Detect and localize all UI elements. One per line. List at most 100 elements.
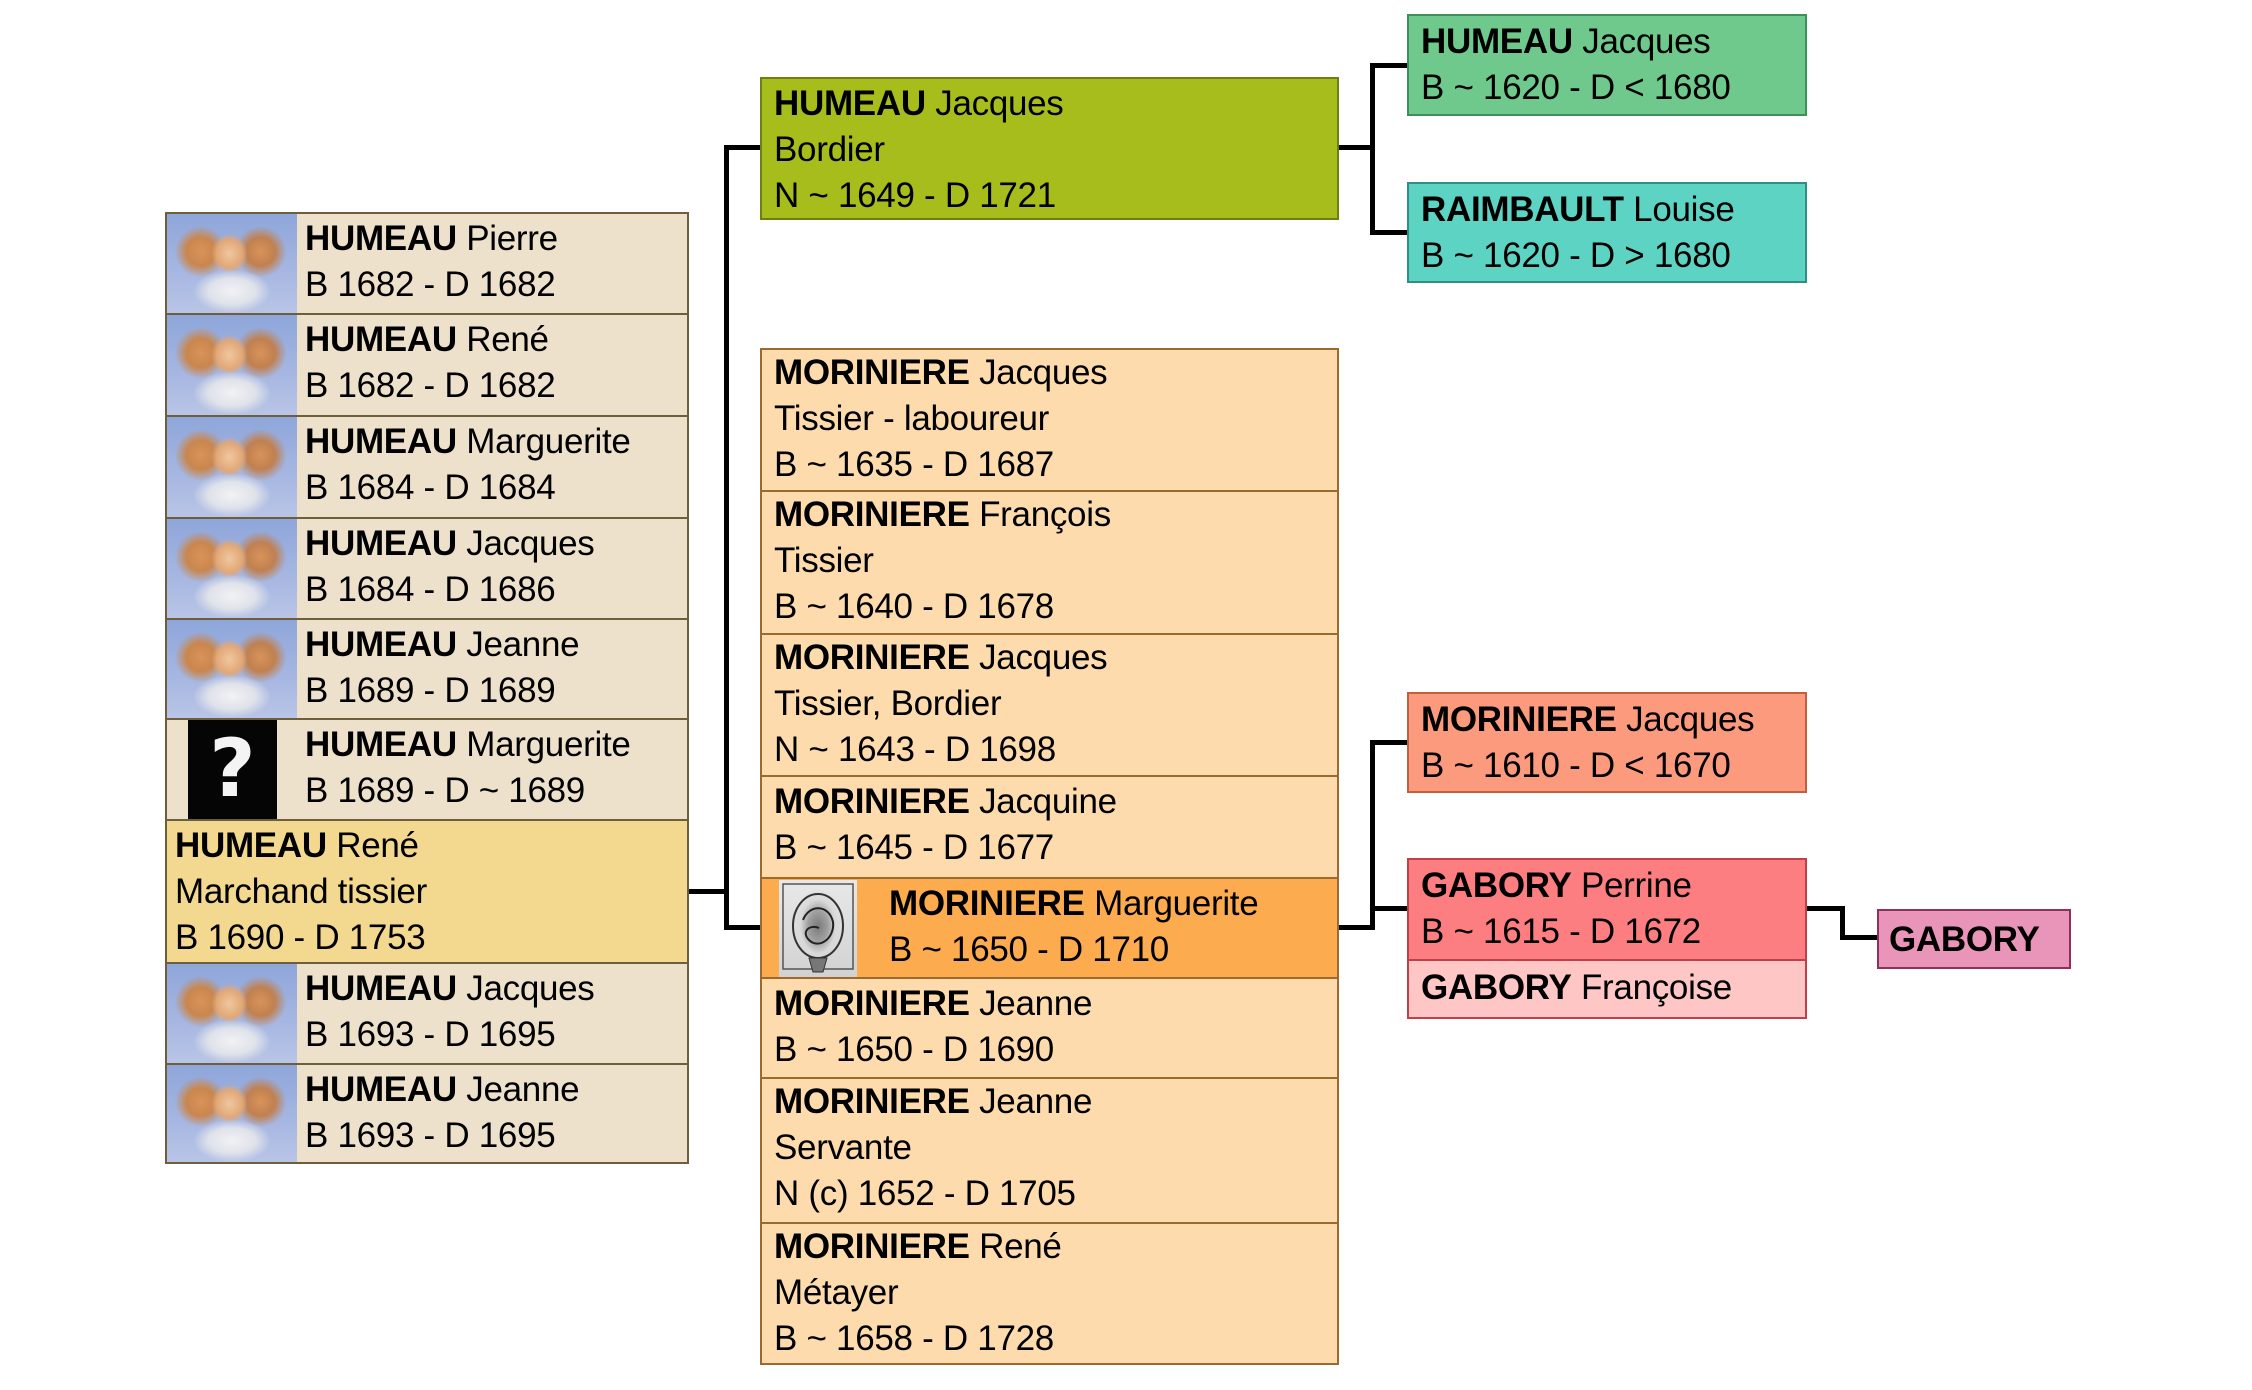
cherub-image [167, 519, 297, 618]
connector-to-paternal-grandmother [1370, 230, 1407, 235]
person-dates: B 1682 - D 1682 [305, 265, 556, 304]
person-occupation: Servante [774, 1128, 912, 1167]
gabory-ancestor-card[interactable]: GABORY [1877, 909, 2071, 969]
root-person-card[interactable]: HUMEAU René Marchand tissier B 1690 - D … [167, 821, 687, 964]
person-occupation: Bordier [774, 130, 885, 169]
connector-root-to-parents [689, 889, 727, 894]
person-dates: B 1693 - D 1695 [305, 1015, 556, 1054]
person-dates: B ~ 1650 - D 1710 [889, 930, 1169, 969]
person-name: MORINIERE Jacques [774, 353, 1108, 392]
person-dates: N ~ 1643 - D 1698 [774, 730, 1056, 769]
question-mark-image: ? [188, 720, 277, 819]
maternal-grandfather-card[interactable]: MORINIERE Jacques B ~ 1610 - D < 1670 [1407, 692, 1807, 793]
person-occupation: Tissier [774, 541, 874, 580]
sibling-card[interactable]: HUMEAU Jeanne B 1689 - D 1689 [167, 620, 687, 720]
person-name: HUMEAU Jacques [305, 524, 595, 563]
father-card[interactable]: HUMEAU Jacques Bordier N ~ 1649 - D 1721 [760, 77, 1339, 220]
mother-sibling-card[interactable]: MORINIERE Jeanne Servante N (c) 1652 - D… [762, 1079, 1337, 1224]
connector-to-paternal-grandfather [1370, 63, 1407, 68]
sibling-card[interactable]: ? HUMEAU Marguerite B 1689 - D ~ 1689 [167, 720, 687, 821]
person-dates: B ~ 1640 - D 1678 [774, 587, 1054, 626]
person-dates: B 1684 - D 1686 [305, 570, 556, 609]
connector-to-maternal-grandmother [1370, 906, 1407, 911]
person-dates: N (c) 1652 - D 1705 [774, 1174, 1076, 1213]
sibling-card[interactable]: HUMEAU Jacques B 1693 - D 1695 [167, 964, 687, 1065]
person-name: HUMEAU Jeanne [305, 625, 580, 664]
person-name: GABORY Perrine [1421, 866, 1692, 905]
connector-to-father [724, 145, 760, 150]
cherub-image [167, 417, 297, 517]
person-occupation: Métayer [774, 1273, 899, 1312]
connector-to-maternal-grandfather [1370, 740, 1407, 745]
person-name: HUMEAU Jeanne [305, 1070, 580, 1109]
connector-mother-out [1337, 925, 1374, 930]
cherub-image [167, 214, 297, 313]
person-name: HUMEAU Jacques [774, 84, 1064, 123]
connector-to-gabory [1840, 935, 1877, 940]
mother-sibling-card[interactable]: MORINIERE Jeanne B ~ 1650 - D 1690 [762, 979, 1337, 1079]
sibling-card[interactable]: HUMEAU Jeanne B 1693 - D 1695 [167, 1065, 687, 1162]
person-dates: B 1689 - D 1689 [305, 671, 556, 710]
cherub-image [167, 964, 297, 1063]
person-dates: B ~ 1620 - D > 1680 [1421, 236, 1731, 275]
paternal-grandmother-card[interactable]: RAIMBAULT Louise B ~ 1620 - D > 1680 [1407, 182, 1807, 283]
person-name: HUMEAU René [305, 320, 549, 359]
person-dates: B ~ 1615 - D 1672 [1421, 912, 1701, 951]
person-name: RAIMBAULT Louise [1421, 190, 1735, 229]
person-dates: B ~ 1650 - D 1690 [774, 1030, 1054, 1069]
connector-to-mother [724, 925, 760, 930]
person-name: HUMEAU René [175, 826, 419, 865]
mother-sibling-card[interactable]: MORINIERE René Métayer B ~ 1658 - D 1728 [762, 1224, 1337, 1363]
person-name: MORINIERE Jacquine [774, 782, 1117, 821]
person-name: MORINIERE Jacques [774, 638, 1108, 677]
person-name: HUMEAU Jacques [1421, 22, 1711, 61]
person-dates: N ~ 1649 - D 1721 [774, 176, 1056, 215]
person-dates: B 1693 - D 1695 [305, 1116, 556, 1155]
paternal-grandfather-card[interactable]: HUMEAU Jacques B ~ 1620 - D < 1680 [1407, 14, 1807, 116]
mother-card[interactable]: MORINIERE Marguerite B ~ 1650 - D 1710 [762, 879, 1337, 979]
person-dates: B ~ 1658 - D 1728 [774, 1319, 1054, 1358]
connector-maternal-vertical [1370, 740, 1375, 930]
person-name: HUMEAU Marguerite [305, 422, 631, 461]
person-dates: B ~ 1620 - D < 1680 [1421, 68, 1731, 107]
person-name: GABORY [1889, 920, 2040, 959]
maternal-grandmother-panel: GABORY Perrine B ~ 1615 - D 1672 GABORY … [1407, 858, 1807, 1019]
cherub-image [167, 315, 297, 415]
connector-gabory-step [1840, 906, 1845, 940]
person-name: MORINIERE François [774, 495, 1111, 534]
person-name: MORINIERE Marguerite [889, 884, 1259, 923]
mother-sibling-card[interactable]: MORINIERE François Tissier B ~ 1640 - D … [762, 492, 1337, 635]
person-dates: B 1689 - D ~ 1689 [305, 771, 585, 810]
connector-father-out [1337, 145, 1374, 150]
person-occupation: Tissier, Bordier [774, 684, 1002, 723]
mother-sibling-card[interactable]: MORINIERE Jacques Tissier - laboureur B … [762, 350, 1337, 492]
person-dates: B 1690 - D 1753 [175, 918, 426, 957]
person-name: GABORY Françoise [1421, 968, 1732, 1007]
siblings-panel: HUMEAU Pierre B 1682 - D 1682 HUMEAU Ren… [165, 212, 689, 1164]
maternal-grandmother-card[interactable]: GABORY Perrine B ~ 1615 - D 1672 [1409, 860, 1805, 961]
engraving-icon [782, 883, 854, 973]
person-name: HUMEAU Jacques [305, 969, 595, 1008]
person-name: MORINIERE Jeanne [774, 1082, 1093, 1121]
connector-grandmother-out [1807, 906, 1844, 911]
person-dates: B ~ 1635 - D 1687 [774, 445, 1054, 484]
sibling-card[interactable]: HUMEAU René B 1682 - D 1682 [167, 315, 687, 417]
person-dates: B 1684 - D 1684 [305, 468, 556, 507]
person-name: HUMEAU Pierre [305, 219, 558, 258]
sibling-card[interactable]: HUMEAU Jacques B 1684 - D 1686 [167, 519, 687, 620]
maternal-grandmother-sibling-card[interactable]: GABORY Françoise [1409, 961, 1805, 1017]
sibling-card[interactable]: HUMEAU Marguerite B 1684 - D 1684 [167, 417, 687, 519]
person-name: MORINIERE René [774, 1227, 1062, 1266]
person-dates: B ~ 1610 - D < 1670 [1421, 746, 1731, 785]
sibling-card[interactable]: HUMEAU Pierre B 1682 - D 1682 [167, 214, 687, 315]
person-name: MORINIERE Jacques [1421, 700, 1755, 739]
mother-siblings-panel: MORINIERE Jacques Tissier - laboureur B … [760, 348, 1339, 1365]
mother-sibling-card[interactable]: MORINIERE Jacques Tissier, Bordier N ~ 1… [762, 635, 1337, 777]
cherub-image [167, 620, 297, 718]
mother-sibling-card[interactable]: MORINIERE Jacquine B ~ 1645 - D 1677 [762, 777, 1337, 879]
person-dates: B 1682 - D 1682 [305, 366, 556, 405]
person-occupation: Marchand tissier [175, 872, 427, 911]
connector-paternal-vertical [1370, 63, 1375, 233]
connector-parents-vertical [724, 145, 729, 930]
person-dates: B ~ 1645 - D 1677 [774, 828, 1054, 867]
